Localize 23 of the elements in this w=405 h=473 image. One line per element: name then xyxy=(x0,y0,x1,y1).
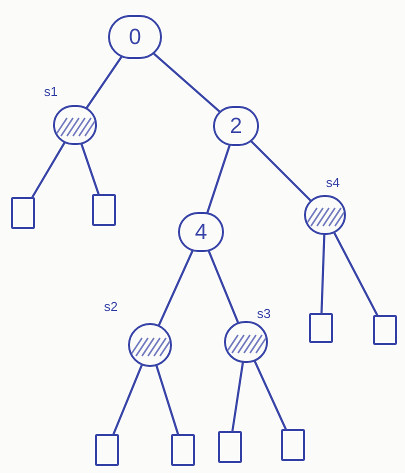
node-number: 4 xyxy=(194,221,208,243)
tree-edge xyxy=(320,234,326,314)
state-label: s2 xyxy=(104,300,118,313)
tree-edge xyxy=(208,250,240,324)
node-number: 2 xyxy=(230,115,242,137)
leaf-square xyxy=(309,313,333,343)
tree-edge xyxy=(80,143,100,196)
state-label: s1 xyxy=(44,85,58,98)
tree-edge xyxy=(206,144,231,214)
tree-edge xyxy=(152,52,221,113)
leaf-square xyxy=(95,434,119,466)
leaf-square xyxy=(171,434,195,466)
state-label: s3 xyxy=(257,307,271,320)
tree-edge xyxy=(250,140,312,202)
leaf-square xyxy=(218,431,242,463)
leaf-square xyxy=(92,194,116,226)
leaf-square xyxy=(11,197,35,229)
leaf-square xyxy=(281,429,305,461)
tree-edge xyxy=(156,364,180,436)
state-label: s4 xyxy=(326,176,340,189)
node-number: 0 xyxy=(128,26,142,48)
tree-edge xyxy=(231,362,244,432)
leaf-square xyxy=(373,315,397,345)
